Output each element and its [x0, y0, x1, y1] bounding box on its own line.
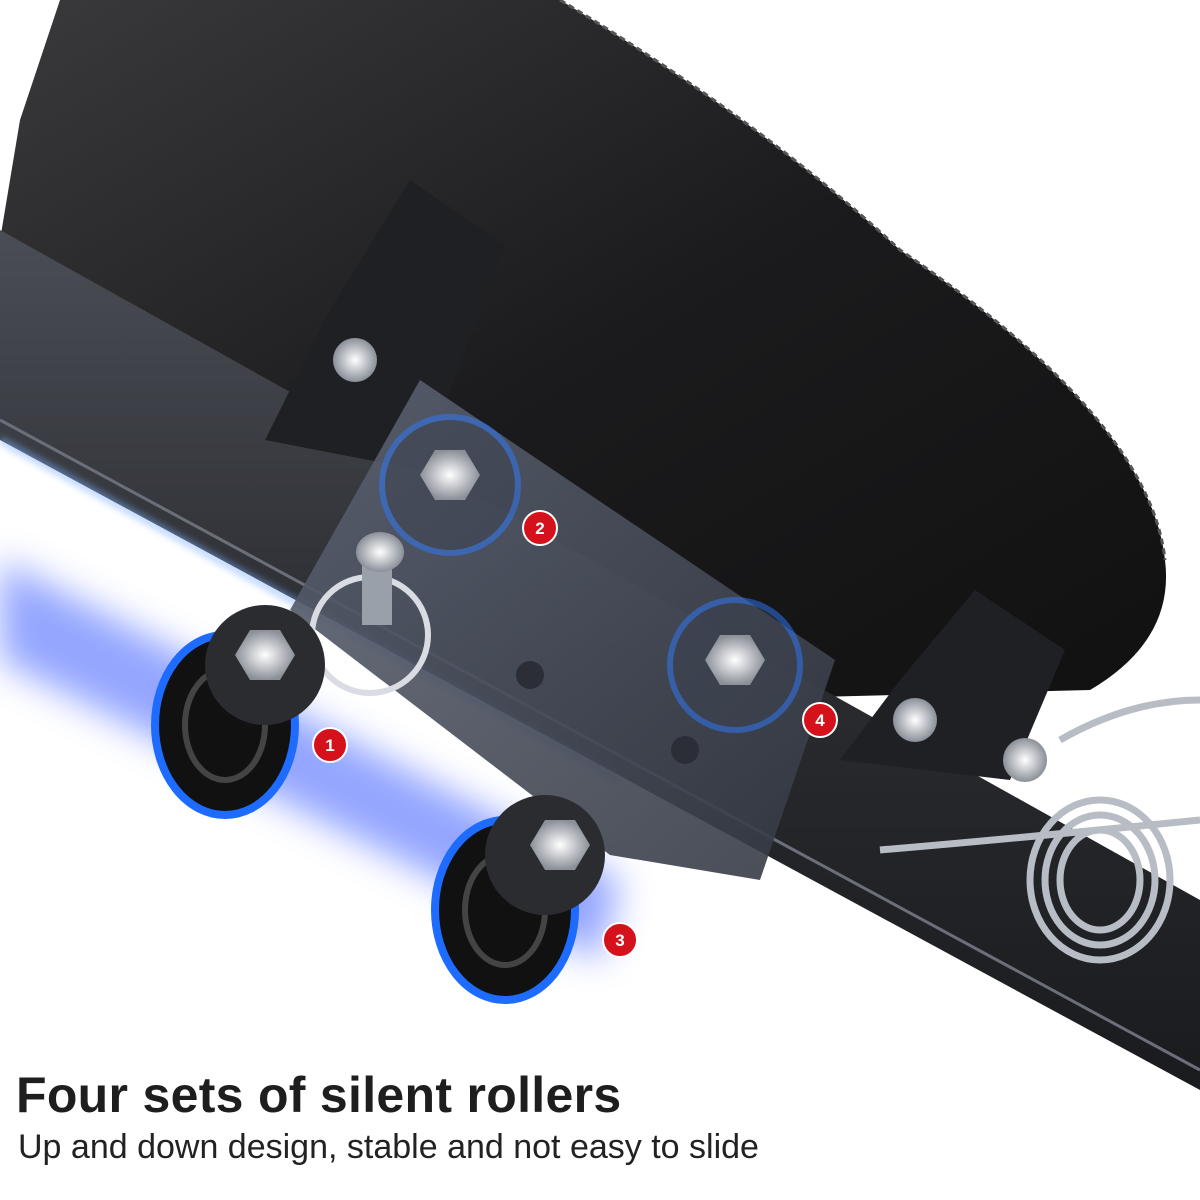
roller-3 [431, 795, 605, 1004]
nut-4 [667, 597, 803, 733]
roller-1 [151, 605, 325, 819]
nut-2 [379, 414, 521, 556]
caption-headline: Four sets of silent rollers [16, 1067, 622, 1123]
svg-text:4: 4 [815, 711, 825, 730]
svg-text:2: 2 [535, 519, 544, 538]
badge-2: 2 [522, 510, 558, 546]
svg-text:1: 1 [325, 736, 334, 755]
springs [879, 696, 1200, 964]
bracket-right [840, 590, 1065, 780]
caption-subline: Up and down design, stable and not easy … [18, 1128, 759, 1166]
svg-text:3: 3 [615, 931, 624, 950]
seat-cushion [0, 0, 1167, 700]
badge-1: 1 [312, 727, 348, 763]
badge-4: 4 [802, 702, 838, 738]
badge-3: 3 [602, 922, 638, 958]
